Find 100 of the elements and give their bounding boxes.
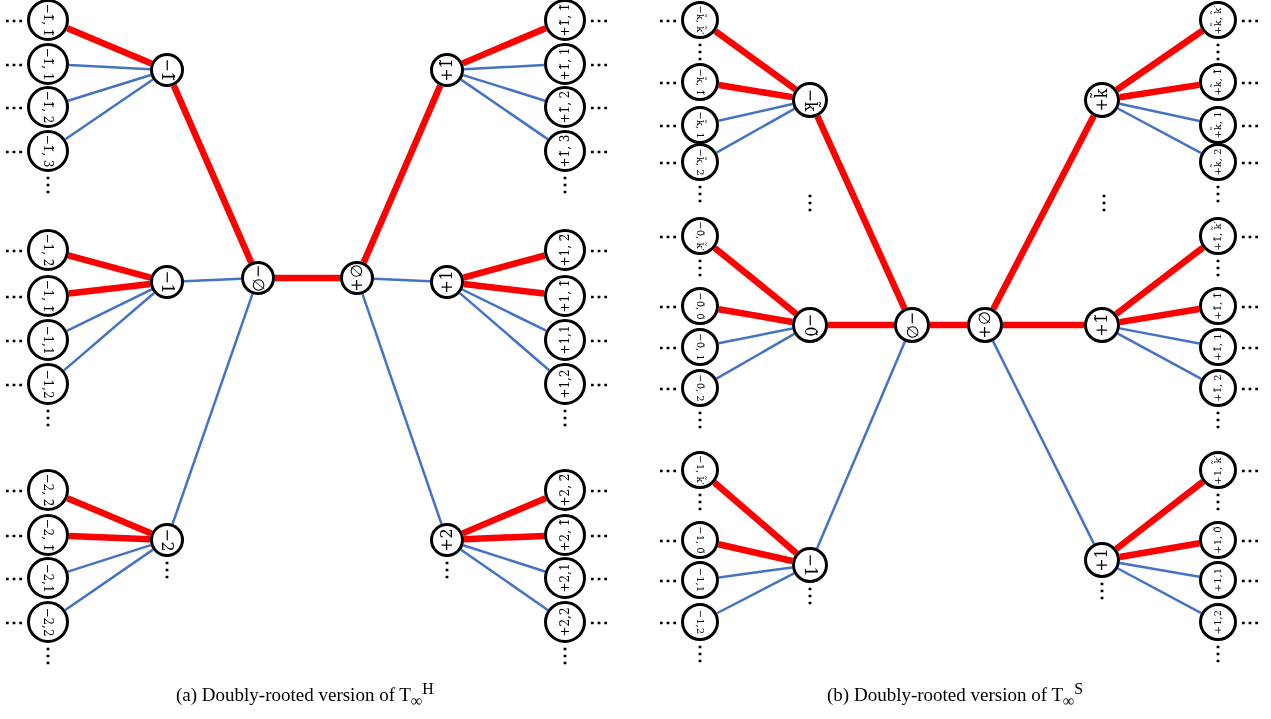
tree-edge bbox=[1119, 561, 1200, 578]
tree-node-circle bbox=[681, 143, 719, 181]
tree-edge bbox=[815, 341, 907, 549]
tree-edge bbox=[68, 532, 151, 543]
tree-edge bbox=[171, 293, 254, 525]
tree-node-circle bbox=[1084, 82, 1120, 118]
node-label: −2 bbox=[159, 528, 175, 552]
tree-node-circle bbox=[681, 106, 719, 144]
tree-edge bbox=[64, 548, 154, 612]
tree-node-circle bbox=[27, 557, 69, 599]
tree-edge bbox=[63, 292, 155, 372]
node-label: +1,2 bbox=[559, 369, 571, 399]
ellipsis-dots: ⋮ bbox=[1208, 409, 1228, 429]
tree-node-circle bbox=[544, 557, 586, 599]
ellipsis-dots: ⋮ bbox=[690, 41, 710, 61]
tree-edge bbox=[718, 566, 793, 579]
tree-node-circle bbox=[1084, 542, 1120, 578]
node-label: −2, 1̃ bbox=[42, 518, 54, 552]
ellipsis-dots: ⋯ bbox=[1240, 115, 1260, 135]
node-label: −2, 2̃ bbox=[42, 473, 54, 507]
tree-node-circle bbox=[544, 229, 586, 271]
ellipsis-dots: ⋯ bbox=[4, 374, 24, 394]
node-label: −0̃, 0̃ bbox=[695, 292, 705, 320]
tree-node-circle bbox=[1199, 1, 1237, 39]
ellipsis-dots: ⋯ bbox=[658, 460, 678, 480]
ellipsis-dots: ⋯ bbox=[4, 286, 24, 306]
ellipsis-dots: ⋯ bbox=[1240, 570, 1260, 590]
tree-edge bbox=[712, 479, 799, 556]
ellipsis-dots: ⋯ bbox=[658, 530, 678, 550]
node-label: +1,1 bbox=[1213, 567, 1223, 593]
tree-edge bbox=[461, 288, 547, 332]
node-label: +1̃, 1 bbox=[1213, 333, 1223, 361]
tree-node-circle bbox=[681, 1, 719, 39]
ellipsis-dots: ⋯ bbox=[1240, 10, 1260, 30]
tree-edge bbox=[360, 84, 444, 264]
node-label: +1̃, 3 bbox=[559, 134, 571, 168]
ellipsis-dots: ⋮ bbox=[690, 409, 710, 429]
node-label: −1 bbox=[159, 270, 175, 294]
tree-edge bbox=[463, 280, 545, 297]
ellipsis-dots: ⋮ bbox=[690, 491, 710, 511]
tree-node-circle bbox=[27, 229, 69, 271]
tree-node-circle bbox=[27, 469, 69, 511]
ellipsis-dots: ⋯ bbox=[4, 612, 24, 632]
node-label: +1 bbox=[439, 270, 455, 294]
tree-edge bbox=[68, 280, 151, 297]
ellipsis-dots: ⋯ bbox=[1240, 72, 1260, 92]
ellipsis-dots: ⋯ bbox=[4, 54, 24, 74]
node-label: +1, 2̃ bbox=[559, 233, 571, 267]
tree-node-circle bbox=[681, 521, 719, 559]
tree-edge bbox=[67, 543, 152, 573]
ellipsis-dots: ⋮ bbox=[800, 585, 820, 605]
node-label: −1, 1̃ bbox=[42, 279, 54, 313]
tree-edge bbox=[1114, 245, 1205, 317]
node-label: +1̃, k̃′ bbox=[1213, 221, 1223, 251]
tree-edge bbox=[1003, 321, 1084, 329]
ellipsis-dots: ⋯ bbox=[658, 296, 678, 316]
node-label: −1,2 bbox=[42, 369, 54, 399]
tree-node-circle bbox=[27, 319, 69, 361]
ellipsis-dots: ⋯ bbox=[589, 54, 609, 74]
tree-edge bbox=[463, 63, 545, 71]
tree-node-circle bbox=[544, 43, 586, 85]
ellipsis-dots: ⋯ bbox=[658, 570, 678, 590]
ellipsis-dots: ⋯ bbox=[1240, 296, 1260, 316]
ellipsis-dots: ⋯ bbox=[4, 525, 24, 545]
node-label: −0̃, k̃′ bbox=[695, 221, 705, 251]
tree-node-circle bbox=[150, 53, 184, 87]
tree-edge bbox=[463, 532, 545, 543]
node-label: −k̃, 1̃ bbox=[695, 68, 705, 96]
ellipsis-dots: ⋮ bbox=[1092, 580, 1112, 600]
node-label: +2, 2̃ bbox=[559, 473, 571, 507]
ellipsis-dots: ⋮ bbox=[690, 183, 710, 203]
tree-node-circle bbox=[1199, 521, 1237, 559]
ellipsis-dots: ⋯ bbox=[1240, 226, 1260, 246]
tree-node-circle bbox=[681, 287, 719, 325]
node-label: +1, 1̃ bbox=[559, 279, 571, 313]
tree-node-circle bbox=[544, 601, 586, 643]
tree-edge bbox=[462, 73, 546, 102]
tree-node-circle bbox=[27, 514, 69, 556]
node-label: −0̃, 1 bbox=[695, 333, 705, 361]
ellipsis-dots: ⋯ bbox=[589, 141, 609, 161]
tree-edge bbox=[462, 252, 546, 281]
ellipsis-dots: ⋮ bbox=[555, 174, 575, 194]
tree-edge bbox=[1114, 479, 1205, 552]
tree-node-circle bbox=[430, 53, 464, 87]
tree-node-circle bbox=[544, 363, 586, 405]
ellipsis-dots: ⋯ bbox=[589, 10, 609, 30]
ellipsis-dots: ⋯ bbox=[4, 568, 24, 588]
ellipsis-dots: ⋯ bbox=[589, 240, 609, 260]
ellipsis-dots: ⋯ bbox=[589, 330, 609, 350]
ellipsis-dots: ⋯ bbox=[658, 115, 678, 135]
ellipsis-dots: ⋯ bbox=[4, 330, 24, 350]
tree-node-circle bbox=[681, 217, 719, 255]
tree-node-circle bbox=[1199, 328, 1237, 366]
tree-node-circle bbox=[894, 307, 930, 343]
tree-edge bbox=[1117, 332, 1202, 381]
ellipsis-dots: ⋮ bbox=[800, 190, 820, 214]
tree-edge bbox=[361, 293, 443, 525]
tree-edge bbox=[1119, 540, 1200, 561]
tree-edge bbox=[930, 321, 967, 329]
tree-edge bbox=[1119, 305, 1200, 326]
